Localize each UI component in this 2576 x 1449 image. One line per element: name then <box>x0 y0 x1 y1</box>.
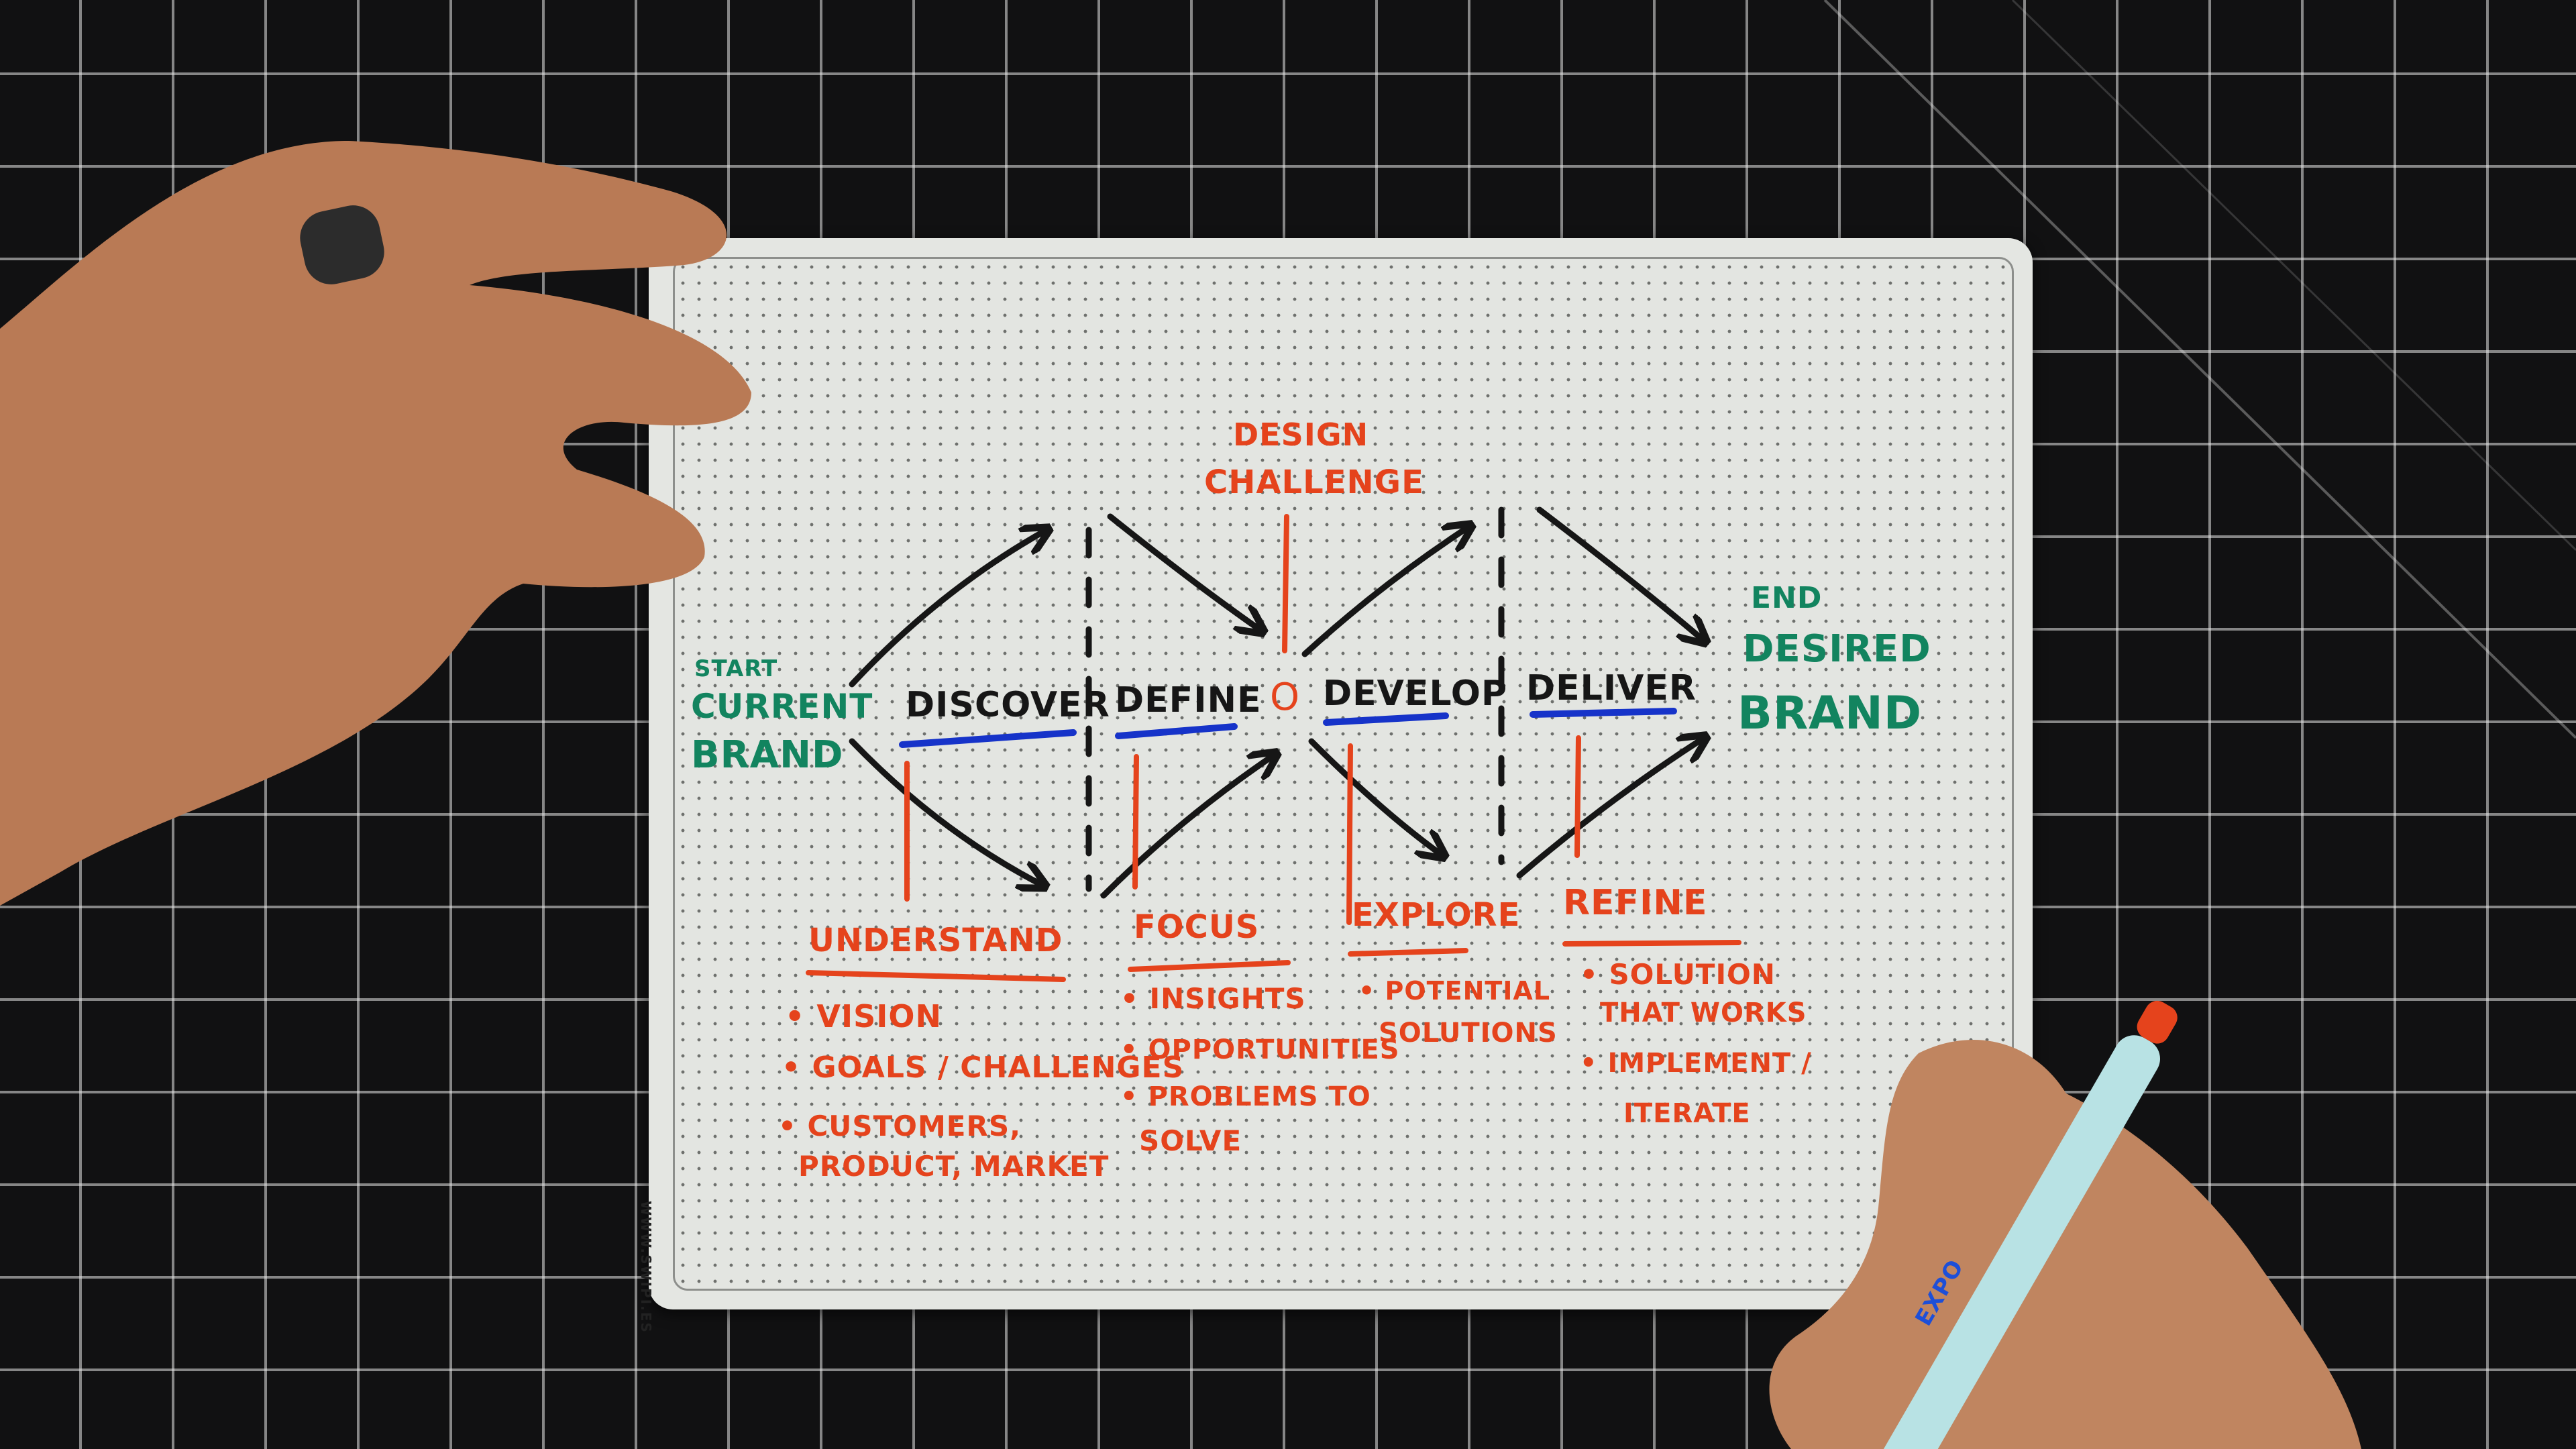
bullet-vision: • VISION <box>785 998 942 1034</box>
brand-label-start: BRAND <box>691 733 844 777</box>
design-label: DESIGN <box>1233 417 1369 453</box>
bullet-solution-cont: THAT WORKS <box>1600 998 1807 1028</box>
end-label: END <box>1751 581 1823 615</box>
right-hand-with-marker <box>1769 1000 2361 1449</box>
bullet-implement: • IMPLEMENT / <box>1580 1048 1812 1079</box>
phase-deliver: DELIVER <box>1526 668 1697 708</box>
bullet-customers: • CUSTOMERS, <box>778 1110 1022 1142</box>
phase-discover: DISCOVER <box>906 685 1110 725</box>
design-challenge-marker: O <box>1270 676 1301 719</box>
bullet-opportunities: • OPPORTUNITIES <box>1120 1034 1400 1065</box>
bullet-problems-cont: SOLVE <box>1139 1124 1242 1157</box>
phase-underlines <box>899 708 1677 748</box>
phase-develop: DEVELOP <box>1323 674 1508 714</box>
phase-define: DEFINE <box>1115 680 1262 720</box>
heading-underlines <box>806 940 1741 982</box>
start-label: START <box>694 655 778 682</box>
diamond-arrows <box>849 506 1704 899</box>
brand-label-end: BRAND <box>1737 687 1923 740</box>
heading-explore: EXPLORE <box>1352 896 1521 934</box>
connector-lines <box>904 514 1581 925</box>
bullet-solution: • SOLUTION <box>1580 958 1776 991</box>
bullet-insights: • INSIGHTS <box>1120 982 1306 1015</box>
bullet-implement-cont: ITERATE <box>1623 1098 1751 1129</box>
bullet-problems: • PROBLEMS TO <box>1120 1081 1371 1112</box>
desired-label: DESIRED <box>1743 627 1931 671</box>
left-hand <box>0 141 751 906</box>
challenge-label: CHALLENGE <box>1204 464 1424 501</box>
bullet-goals: • GOALS / CHALLENGES <box>782 1051 1185 1085</box>
bullet-potential: • POTENTIAL <box>1358 976 1551 1006</box>
heading-refine: REFINE <box>1563 883 1708 923</box>
heading-focus: FOCUS <box>1134 908 1260 946</box>
bullet-customers-cont: PRODUCT, MARKET <box>798 1150 1110 1183</box>
phase-dividers <box>1085 506 1505 892</box>
current-label: CURRENT <box>691 687 873 726</box>
bullet-potential-cont: SOLUTIONS <box>1379 1018 1558 1049</box>
heading-understand: UNDERSTAND <box>808 922 1063 959</box>
